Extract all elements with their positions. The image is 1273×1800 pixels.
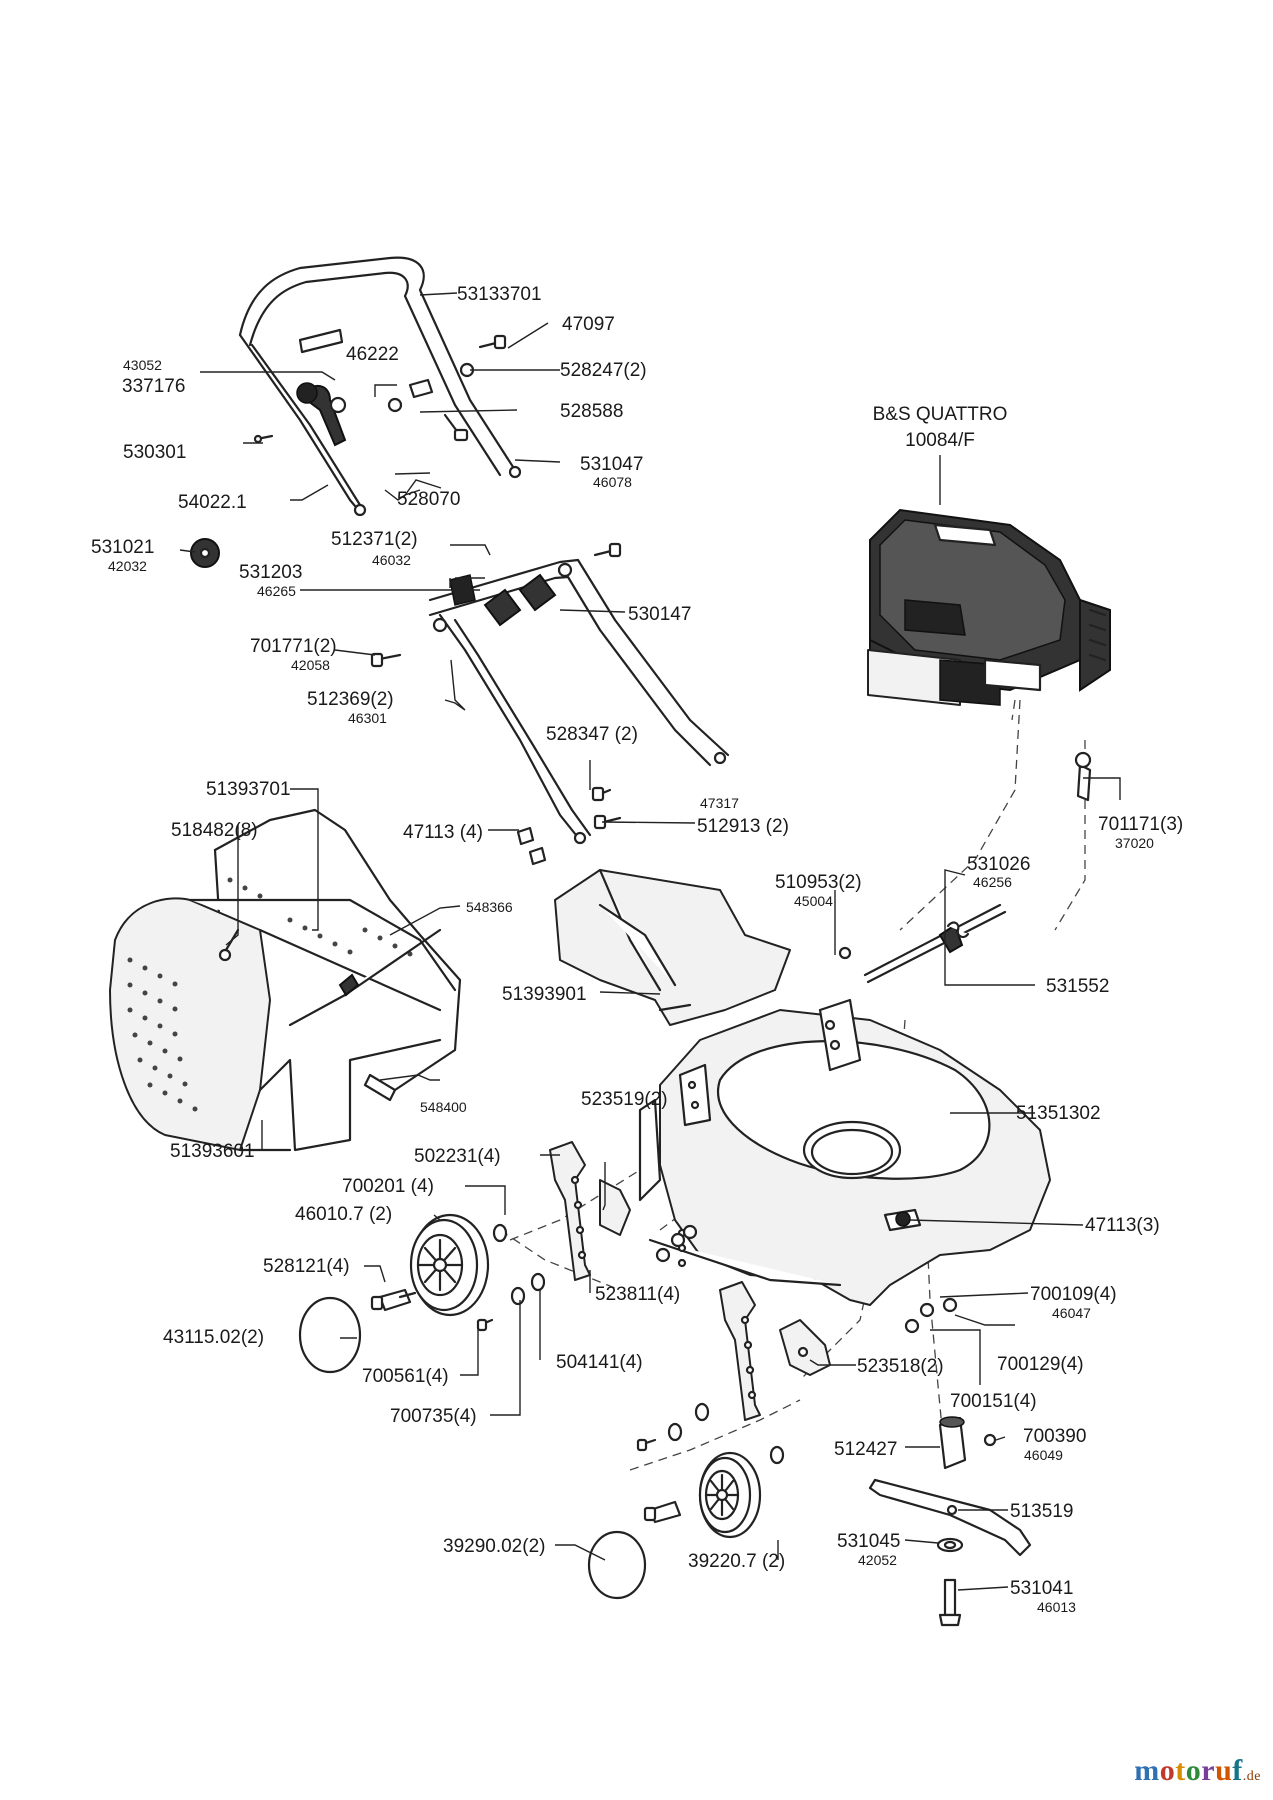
- label-51393601: 51393601: [170, 1141, 255, 1162]
- engine-title: B&S QUATTRO: [873, 404, 1008, 425]
- upper-fasteners: [253, 334, 507, 444]
- watermark-letter: u: [1215, 1754, 1233, 1787]
- blade-assembly: [868, 1416, 1032, 1627]
- label-513519: 513519: [1010, 1501, 1073, 1522]
- label-47113a: 47113 (4): [403, 822, 483, 843]
- label-701771: 701771(2): [250, 636, 337, 657]
- rear-flap-deflector: [554, 868, 791, 1026]
- label-528121: 528121(4): [263, 1256, 350, 1277]
- label-531552: 531552: [1046, 976, 1109, 997]
- engine-caption: B&S QUATTRO 10084/F: [873, 404, 1008, 505]
- label-512371: 512371(2): [331, 529, 418, 550]
- label-528588: 528588: [560, 401, 623, 422]
- label-700151: 700151(4): [950, 1391, 1037, 1412]
- mower-deck: [638, 998, 1051, 1334]
- label-45004: 45004: [794, 893, 833, 909]
- label-51351302: 51351302: [1016, 1103, 1101, 1124]
- label-37020: 37020: [1115, 835, 1154, 851]
- watermark-letter: r: [1201, 1754, 1216, 1787]
- engine-model: 10084/F: [905, 430, 975, 451]
- label-528070: 528070: [397, 489, 460, 510]
- label-46256: 46256: [973, 874, 1012, 890]
- wheel-fasteners: [370, 1223, 785, 1524]
- hub-cap-front: [587, 1530, 647, 1600]
- label-42052: 42052: [858, 1552, 897, 1568]
- label-701171: 701171(3): [1098, 814, 1183, 835]
- label-700735: 700735(4): [390, 1406, 477, 1427]
- hub-cap-rear: [298, 1296, 362, 1374]
- part-labels: 53133701 47097 43052 337176 46222 528247…: [91, 284, 1183, 1615]
- watermark-tld: .de: [1242, 1769, 1261, 1784]
- label-518482: 518482(8): [171, 820, 258, 841]
- lower-handle: [370, 542, 730, 866]
- label-43115: 43115.02(2): [163, 1327, 264, 1348]
- bag-mesh-texture: [127, 877, 413, 1112]
- brake-lever: [296, 382, 347, 447]
- label-512427: 512427: [834, 1439, 897, 1460]
- label-528347: 528347 (2): [546, 724, 638, 745]
- label-548400: 548400: [420, 1099, 467, 1115]
- label-43052: 43052: [123, 357, 162, 373]
- label-337176: 337176: [122, 376, 185, 397]
- label-523518: 523518(2): [857, 1356, 944, 1377]
- watermark-letter: o: [1159, 1754, 1176, 1787]
- knob-531021: [190, 538, 220, 568]
- label-46049: 46049: [1024, 1447, 1063, 1463]
- watermark-letter: f: [1232, 1754, 1243, 1787]
- label-700109: 700109(4): [1030, 1284, 1117, 1305]
- label-39290: 39290.02(2): [443, 1536, 545, 1557]
- label-54022: 54022.1: [178, 492, 247, 513]
- watermark-letter: o: [1185, 1754, 1202, 1787]
- label-530147: 530147: [628, 604, 691, 625]
- label-530301: 530301: [123, 442, 186, 463]
- label-523811: 523811(4): [595, 1284, 680, 1305]
- engine-illustration: [867, 508, 1111, 721]
- label-531026: 531026: [967, 854, 1030, 875]
- label-46032: 46032: [372, 552, 411, 568]
- label-46222: 46222: [346, 344, 399, 365]
- label-46301: 46301: [348, 710, 387, 726]
- watermark-letter: t: [1175, 1754, 1186, 1787]
- label-523519: 523519(2): [581, 1089, 668, 1110]
- rear-wheel: [409, 1213, 490, 1317]
- watermark-letter: m: [1134, 1754, 1160, 1787]
- height-adjusters: [549, 1141, 831, 1421]
- label-47097: 47097: [562, 314, 615, 335]
- label-42058: 42058: [291, 657, 330, 673]
- label-51393701: 51393701: [206, 779, 291, 800]
- label-39220: 39220.7 (2): [688, 1551, 785, 1572]
- label-548366: 548366: [466, 899, 513, 915]
- label-47113b: 47113(3): [1085, 1215, 1160, 1236]
- label-700201: 700201 (4): [342, 1176, 434, 1197]
- label-531047: 531047: [580, 454, 643, 475]
- label-46013: 46013: [1037, 1599, 1076, 1615]
- label-46047: 46047: [1052, 1305, 1091, 1321]
- label-700129: 700129(4): [997, 1354, 1084, 1375]
- label-531021: 531021: [91, 537, 154, 558]
- label-51393901: 51393901: [502, 984, 587, 1005]
- label-531041: 531041: [1010, 1578, 1073, 1599]
- label-512913: 512913 (2): [697, 816, 789, 837]
- grass-catcher: [109, 808, 462, 1152]
- watermark-logo: motoruf.de: [1134, 1754, 1261, 1788]
- leader-lines: [179, 292, 1121, 1591]
- label-502231: 502231(4): [414, 1146, 501, 1167]
- front-wheel: [698, 1451, 762, 1539]
- label-42032: 42032: [108, 558, 147, 574]
- label-47317: 47317: [700, 795, 739, 811]
- label-531045: 531045: [837, 1531, 900, 1552]
- label-512369: 512369(2): [307, 689, 394, 710]
- rear-axle: [838, 751, 1092, 984]
- label-46010: 46010.7 (2): [295, 1204, 392, 1225]
- label-53133701: 53133701: [457, 284, 542, 305]
- label-504141: 504141(4): [556, 1352, 643, 1373]
- label-700561: 700561(4): [362, 1366, 449, 1387]
- label-531203: 531203: [239, 562, 302, 583]
- label-700390: 700390: [1023, 1426, 1086, 1447]
- label-46265: 46265: [257, 583, 296, 599]
- label-46078: 46078: [593, 474, 632, 490]
- label-510953: 510953(2): [775, 872, 862, 893]
- label-528247: 528247(2): [560, 360, 647, 381]
